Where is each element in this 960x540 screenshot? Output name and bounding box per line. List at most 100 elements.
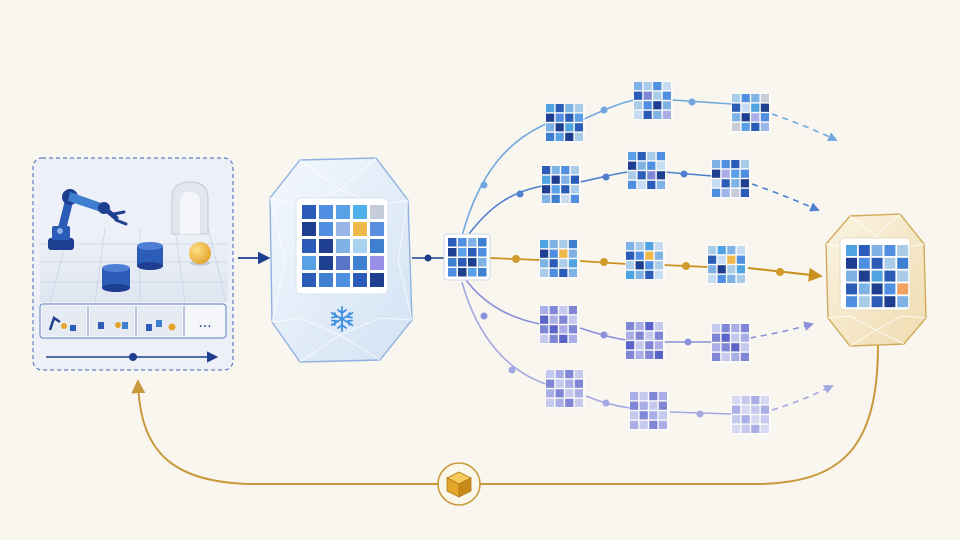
weight-cell bbox=[858, 245, 870, 256]
state-cell bbox=[565, 389, 574, 398]
state-cell bbox=[639, 420, 648, 429]
state-cell bbox=[654, 322, 663, 331]
branch-1-line bbox=[581, 99, 635, 121]
state-cell bbox=[637, 171, 646, 180]
state-cell bbox=[751, 94, 760, 103]
state-cell bbox=[574, 379, 583, 388]
state-cell bbox=[658, 392, 667, 401]
frozen-weight-grid bbox=[302, 205, 384, 287]
weight-cell bbox=[370, 256, 384, 270]
state-cell bbox=[712, 324, 721, 333]
reward-node bbox=[437, 462, 481, 506]
weight-cell bbox=[884, 296, 896, 308]
state-cell bbox=[561, 194, 570, 203]
state-cell bbox=[478, 258, 487, 267]
timeline-thumb[interactable] bbox=[129, 353, 137, 361]
weight-cell bbox=[846, 296, 857, 308]
state-cell bbox=[649, 411, 658, 420]
weight-cell bbox=[884, 270, 896, 282]
branch-1-line bbox=[671, 99, 733, 105]
timeline-slider[interactable] bbox=[46, 351, 219, 363]
weight-cell bbox=[871, 296, 883, 308]
state-cell bbox=[645, 251, 654, 260]
state-cell bbox=[760, 113, 769, 122]
state-cell bbox=[731, 169, 740, 178]
state-cell bbox=[626, 350, 635, 359]
state-cell bbox=[649, 401, 658, 410]
state-cell bbox=[647, 171, 656, 180]
state-cell bbox=[568, 315, 577, 324]
state-cell bbox=[662, 101, 671, 110]
state-cell bbox=[555, 370, 564, 379]
state-cell bbox=[740, 160, 749, 169]
state-cell bbox=[570, 185, 579, 194]
state-cell bbox=[634, 110, 643, 119]
state-cell bbox=[637, 161, 646, 170]
state-cell bbox=[561, 185, 570, 194]
frozen-model bbox=[269, 157, 413, 363]
state-cell bbox=[760, 103, 769, 112]
state-cell bbox=[568, 249, 577, 258]
robot-arm bbox=[48, 189, 128, 250]
state-cell bbox=[574, 370, 583, 379]
state-cell bbox=[549, 334, 558, 343]
branch-2-line bbox=[465, 185, 543, 239]
weight-cell bbox=[302, 239, 316, 253]
weight-cell bbox=[370, 273, 384, 287]
state-cell bbox=[740, 324, 749, 333]
state-cell bbox=[721, 179, 730, 188]
state-cell bbox=[546, 132, 555, 141]
state-cell bbox=[740, 333, 749, 342]
branch-1-state-grid bbox=[545, 103, 585, 143]
state-cell bbox=[721, 352, 730, 361]
state-cell bbox=[712, 352, 721, 361]
state-cell bbox=[635, 242, 644, 251]
state-cell bbox=[760, 396, 769, 405]
state-cell bbox=[760, 405, 769, 414]
branch-5-node bbox=[508, 366, 516, 374]
weight-cell bbox=[846, 257, 857, 269]
state-cell bbox=[448, 248, 457, 257]
state-cell bbox=[546, 370, 555, 379]
weight-cell bbox=[897, 296, 909, 308]
branch-3-node bbox=[682, 262, 690, 270]
source-state-grid bbox=[443, 233, 491, 281]
weight-cell bbox=[302, 205, 316, 219]
branch-1-node bbox=[688, 98, 696, 106]
state-cell bbox=[721, 324, 730, 333]
state-cell bbox=[565, 370, 574, 379]
state-cell bbox=[712, 333, 721, 342]
weight-cell bbox=[302, 273, 316, 287]
state-cell bbox=[741, 424, 750, 433]
weight-cell bbox=[319, 239, 333, 253]
frame-thumbnail bbox=[42, 306, 86, 336]
weight-cell bbox=[846, 270, 857, 282]
state-cell bbox=[630, 401, 639, 410]
state-cell bbox=[626, 341, 635, 350]
state-cell bbox=[760, 122, 769, 131]
branch-2-state-grid bbox=[541, 165, 581, 205]
state-cell bbox=[712, 188, 721, 197]
state-cell bbox=[635, 341, 644, 350]
state-cell bbox=[628, 171, 637, 180]
state-cell bbox=[637, 180, 646, 189]
state-cell bbox=[570, 194, 579, 203]
branch-nodes bbox=[480, 98, 784, 418]
state-cell bbox=[555, 379, 564, 388]
weight-cell bbox=[846, 245, 857, 256]
state-cell bbox=[717, 274, 726, 283]
state-cell bbox=[540, 334, 549, 343]
state-cell bbox=[540, 315, 549, 324]
state-cell bbox=[626, 261, 635, 270]
cylinder-object-front bbox=[102, 264, 130, 292]
state-cell bbox=[662, 110, 671, 119]
weight-cell bbox=[353, 222, 367, 236]
state-cell bbox=[478, 238, 487, 247]
state-cell bbox=[653, 91, 662, 100]
frame-thumbnail bbox=[138, 306, 182, 336]
weight-cell bbox=[302, 256, 316, 270]
state-cell bbox=[635, 270, 644, 279]
branch-1-line-dashed bbox=[771, 113, 838, 142]
branch-5-node bbox=[602, 399, 610, 407]
state-cell bbox=[645, 261, 654, 270]
